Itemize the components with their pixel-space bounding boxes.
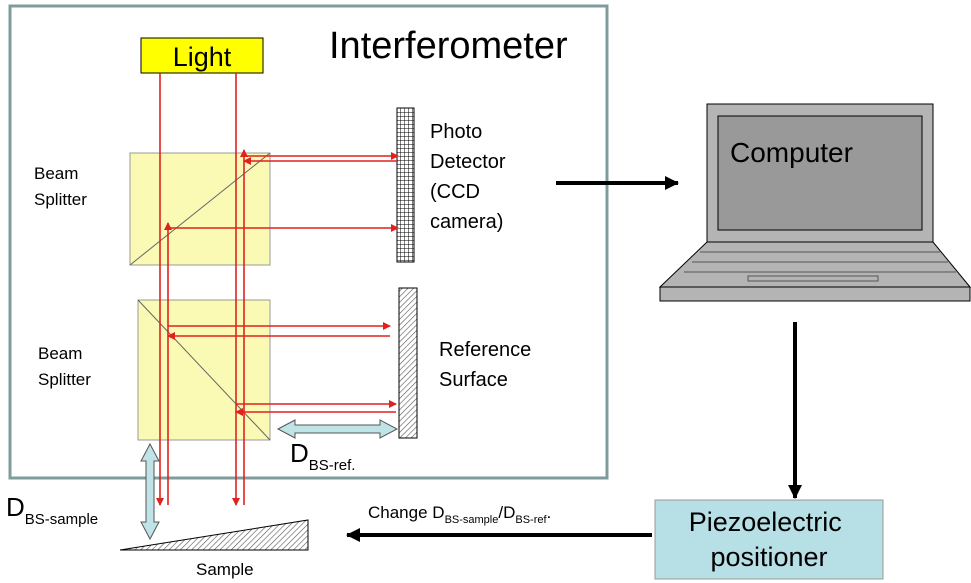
computer-label: Computer [730, 137, 853, 168]
d-bs-ref-double-arrow [276, 419, 399, 439]
sample-label: Sample [196, 560, 254, 579]
beam-splitter-upper [129, 152, 271, 266]
positioner-label: Piezoelectric positioner [689, 507, 850, 572]
reference-surface-label: Reference Surface [439, 339, 537, 391]
computer-screen [717, 115, 923, 231]
sample-wedge [119, 519, 309, 551]
beam-splitter-upper-label: Beam Splitter [34, 164, 87, 209]
beam-splitter-lower-label: Beam Splitter [38, 344, 91, 389]
d-bs-sample-double-arrow [140, 442, 160, 541]
photo-detector-label: Photo Detector (CCD camera) [430, 121, 511, 233]
interferometer-title: Interferometer [329, 25, 568, 67]
photo-detector [396, 107, 415, 263]
d-bs-sample-label: DBS-sample [6, 492, 98, 528]
beam-splitter-lower [137, 299, 271, 441]
computer-icon [658, 103, 971, 302]
light-source [140, 37, 264, 74]
computer-base [659, 286, 971, 302]
interferometer-frame [8, 4, 609, 480]
d-bs-ref-label: DBS-ref. [290, 438, 355, 474]
beam-paths [156, 73, 399, 506]
change-distance-label: Change DBS-sample/DBS-ref. [368, 503, 551, 526]
light-label: Light [173, 42, 232, 72]
reference-surface [398, 287, 418, 439]
piezoelectric-positioner [654, 499, 884, 580]
